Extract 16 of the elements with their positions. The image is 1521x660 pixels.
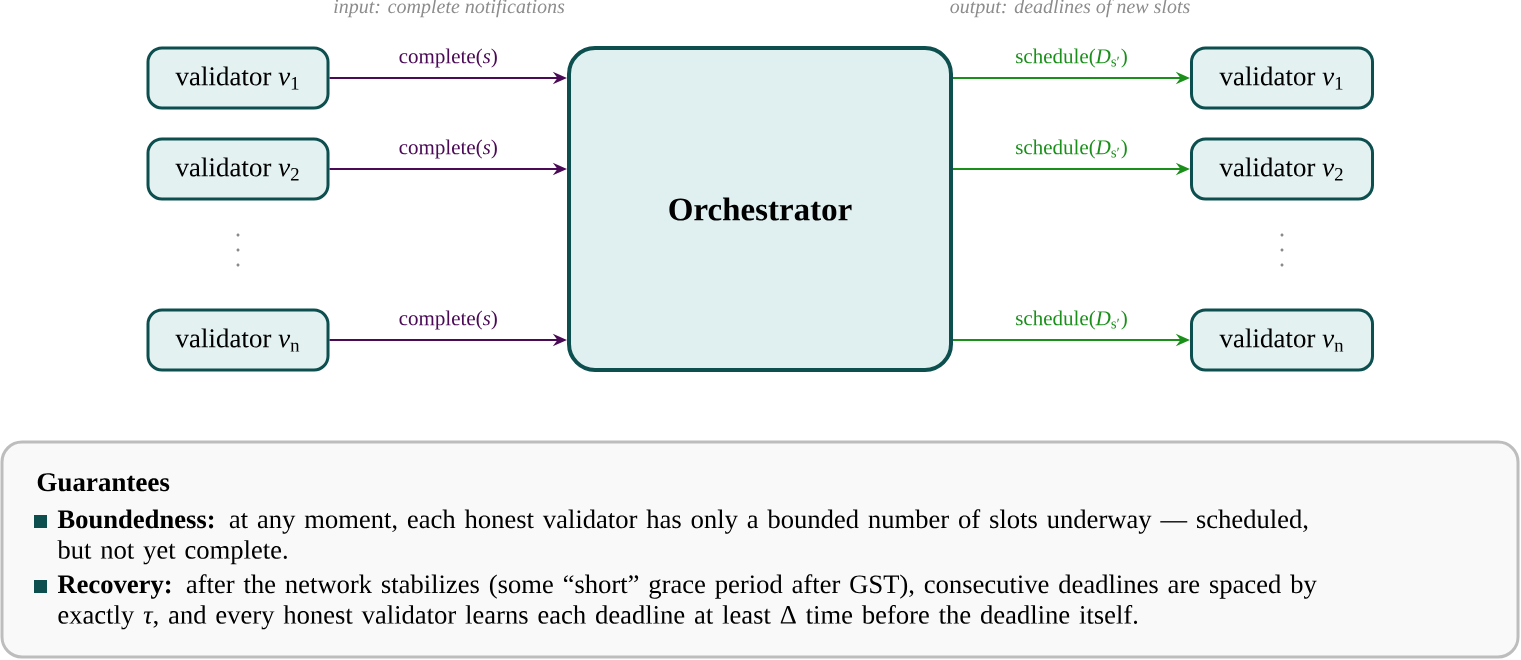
edge-label: complete(s): [399, 48, 497, 68]
edge-label: schedule(D$_{s′}$): [1016, 139, 1127, 159]
validator-box: validator v$_{2}$: [146, 137, 330, 201]
edge-label: schedule(D$_{s′}$): [1016, 310, 1127, 330]
validator-box: validator v$_{1}$: [1190, 46, 1374, 110]
guarantee-text: Recovery: after the network stabilizes (some “short” grace period after GST), consecutive deadlines are spaced by exactly τ, and every honest validator learns each deadline at least Δ time before the deadline itself.: [57, 574, 1317, 630]
heading: Guarantees: [37, 473, 170, 492]
validator-box: validator v$_{1}$: [146, 46, 330, 110]
validator-box: validator v$_{2}$: [1190, 137, 1374, 201]
validator-box: validator v$_{n}$: [1190, 308, 1374, 372]
guarantee-text: Boundedness: at any moment, each honest validator has only a bounded number of slots underway — scheduled, but not yet complete.: [57, 509, 1308, 565]
edge-label: complete(s): [399, 139, 497, 159]
edge-label: complete(s): [399, 310, 497, 330]
validator-box: validator v$_{n}$: [146, 308, 330, 372]
edge-label: schedule(D$_{s′}$): [1016, 48, 1127, 68]
orchestrator-box: Orchestrator: [567, 46, 953, 372]
